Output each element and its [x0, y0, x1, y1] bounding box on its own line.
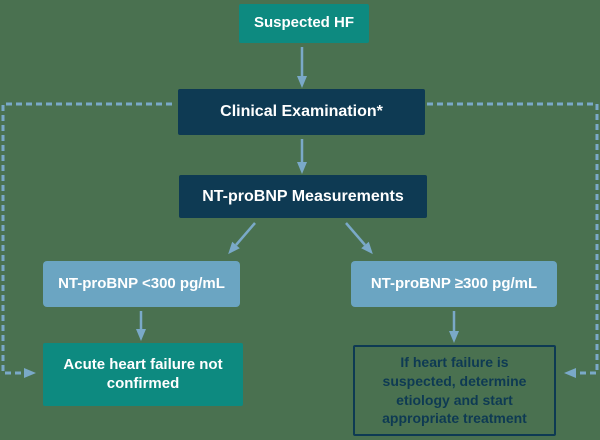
- dashed-arrow-clinical-to-notconfirmed: [1, 102, 172, 378]
- node-suspected-hf: Suspected HF: [239, 4, 369, 43]
- node-hf-not-confirmed-label: Acute heart failure not confirmed: [63, 355, 223, 392]
- node-clinical-examination: Clinical Examination*: [178, 89, 425, 135]
- arrow-measurements-to-low: [228, 222, 256, 255]
- arrow-measurements-to-high: [345, 222, 373, 255]
- node-suspected-hf-label: Suspected HF: [253, 14, 355, 32]
- node-ntprobnp-measurements-label: NT-proBNP Measurements: [202, 187, 404, 205]
- node-ntprobnp-low-label: NT-proBNP <300 pg/mL: [58, 274, 225, 292]
- node-ntprobnp-high: NT-proBNP ≥300 pg/mL: [351, 261, 557, 307]
- node-hf-suspected-action: If heart failure is suspected, determine…: [353, 345, 556, 436]
- node-hf-suspected-action-label: If heart failure is suspected, determine…: [382, 353, 527, 427]
- node-hf-not-confirmed: Acute heart failure not confirmed: [43, 343, 243, 406]
- node-ntprobnp-high-label: NT-proBNP ≥300 pg/mL: [370, 274, 538, 292]
- dashed-arrow-clinical-to-action: [427, 102, 599, 378]
- node-ntprobnp-measurements: NT-proBNP Measurements: [179, 175, 427, 218]
- node-clinical-examination-label: Clinical Examination*: [220, 103, 383, 120]
- node-ntprobnp-low: NT-proBNP <300 pg/mL: [43, 261, 240, 307]
